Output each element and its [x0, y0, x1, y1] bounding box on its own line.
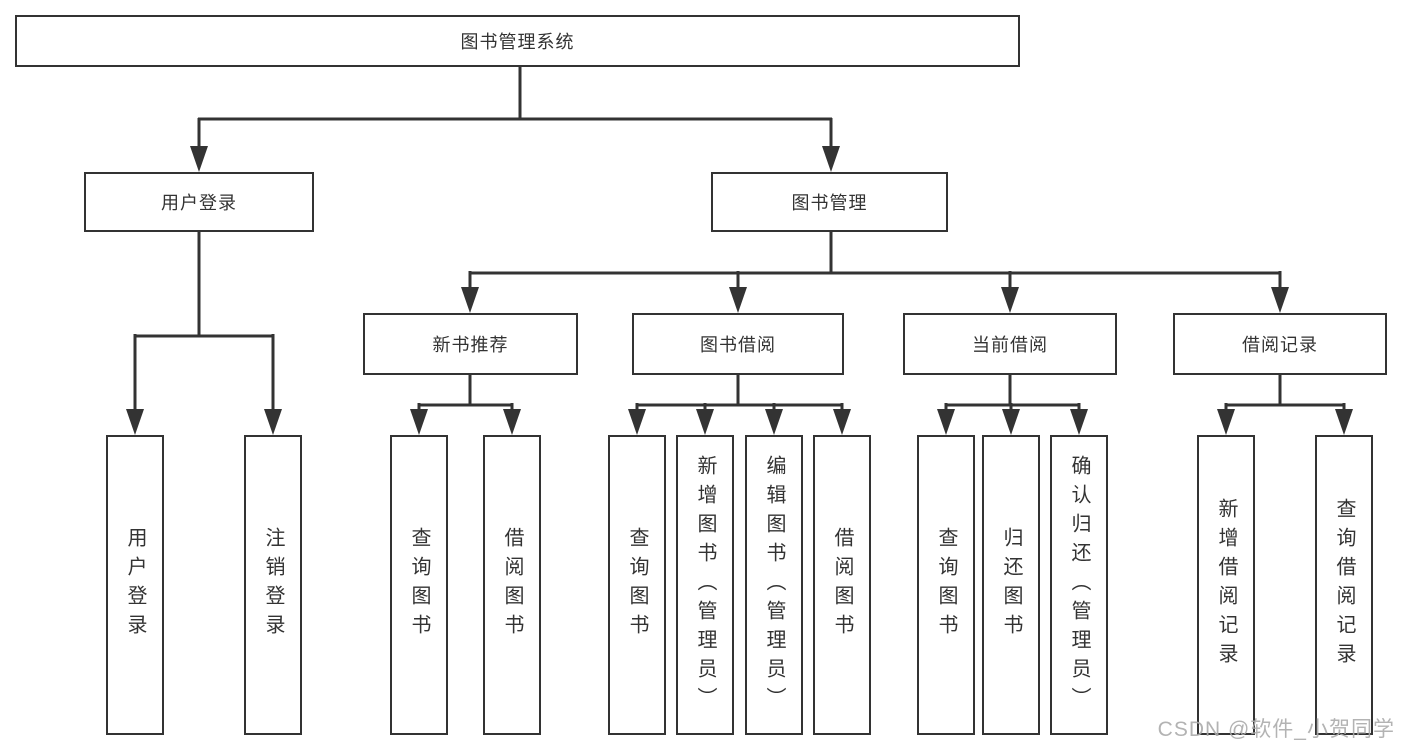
- connector-root-to-level2: [190, 66, 840, 172]
- node-label: 查询图书: [626, 527, 648, 643]
- leaf-return-books: 归还图书: [982, 435, 1040, 735]
- node-book-management: 图书管理: [711, 172, 948, 232]
- csdn-watermark: CSDN @软件_小贺同学: [1157, 718, 1395, 741]
- node-label: 注销登录: [262, 527, 284, 643]
- node-label: 用户登录: [161, 193, 237, 213]
- node-label: 图书管理系统: [460, 32, 575, 52]
- node-borrow-record: 借阅记录: [1173, 313, 1387, 375]
- node-label: 编辑图书（管理员）: [763, 454, 785, 716]
- node-label: 借阅图书: [831, 527, 853, 643]
- leaf-edit-books-admin: 编辑图书（管理员）: [745, 435, 803, 735]
- node-label: 查询图书: [408, 527, 430, 643]
- connector-user-login-to-leaves: [126, 230, 282, 435]
- connector-borrow-record-to-leaves: [1217, 373, 1353, 435]
- node-label: 借阅图书: [501, 527, 523, 643]
- node-new-book-recommend: 新书推荐: [363, 313, 578, 375]
- node-label: 新增借阅记录: [1215, 498, 1237, 672]
- connector-book-mgmt-to-level3: [461, 230, 1289, 313]
- leaf-logout: 注销登录: [244, 435, 302, 735]
- leaf-borrow-books-recommend: 借阅图书: [483, 435, 541, 735]
- node-root-library-system: 图书管理系统: [15, 15, 1020, 67]
- leaf-confirm-return-admin: 确认归还（管理员）: [1050, 435, 1108, 735]
- connector-book-borrow-to-leaves: [628, 373, 851, 435]
- leaf-query-books-borrow: 查询图书: [608, 435, 666, 735]
- node-label: 确认归还（管理员）: [1068, 454, 1090, 716]
- node-label: 新书推荐: [432, 335, 509, 355]
- leaf-query-borrow-record: 查询借阅记录: [1315, 435, 1373, 735]
- leaf-query-books-recommend: 查询图书: [390, 435, 448, 735]
- node-label: 用户登录: [124, 527, 146, 643]
- node-current-borrow: 当前借阅: [903, 313, 1117, 375]
- node-user-login: 用户登录: [84, 172, 314, 232]
- node-label: 当前借阅: [972, 335, 1048, 355]
- leaf-borrow-books: 借阅图书: [813, 435, 871, 735]
- node-book-borrow: 图书借阅: [632, 313, 844, 375]
- leaf-add-books-admin: 新增图书（管理员）: [676, 435, 734, 735]
- connector-new-book-rec-to-leaves: [410, 373, 521, 435]
- node-label: 借阅记录: [1242, 335, 1318, 355]
- leaf-add-borrow-record: 新增借阅记录: [1197, 435, 1255, 735]
- leaf-user-login: 用户登录: [106, 435, 164, 735]
- node-label: 查询图书: [935, 527, 957, 643]
- node-label: 查询借阅记录: [1333, 498, 1355, 672]
- leaf-query-books-current: 查询图书: [917, 435, 975, 735]
- node-label: 图书管理: [791, 193, 868, 213]
- node-label: 归还图书: [1000, 527, 1022, 643]
- node-label: 新增图书（管理员）: [694, 454, 716, 716]
- connector-current-borrow-to-leaves: [937, 373, 1088, 435]
- node-label: 图书借阅: [700, 335, 776, 355]
